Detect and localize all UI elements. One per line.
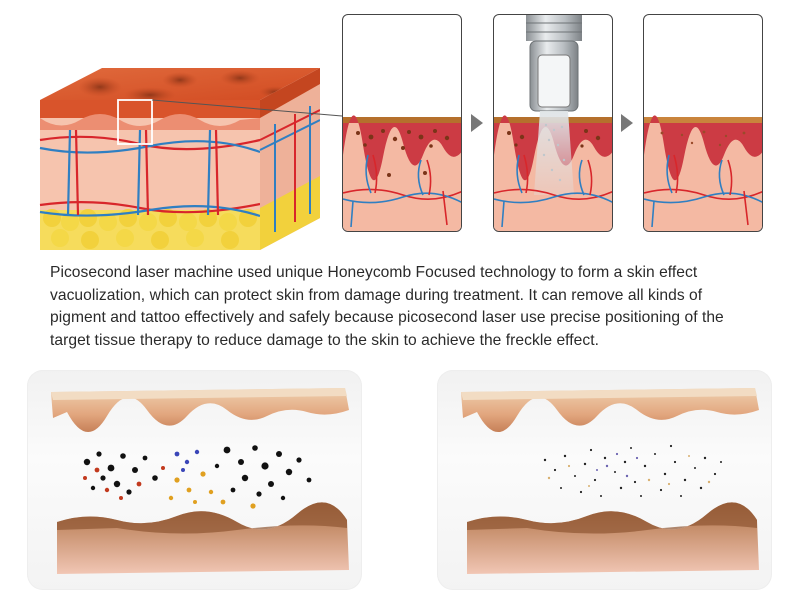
tissue-before-laser [27, 370, 362, 590]
process-arrow-icon [621, 114, 633, 132]
panel-after-treatment [643, 14, 763, 232]
skin-cube-illustration [39, 68, 320, 250]
panel-before-treatment [342, 14, 462, 232]
tissue-upper-layer [461, 388, 759, 433]
panel-during-treatment [493, 14, 613, 232]
tissue-lower-layer [467, 502, 759, 574]
zoom-region-marker [117, 99, 153, 145]
tissue-after-laser [437, 370, 772, 590]
laser-handpiece-icon [526, 15, 582, 112]
tissue-upper-layer [51, 388, 349, 433]
process-arrow-icon [471, 114, 483, 132]
pigment-particles [543, 444, 722, 497]
description-text: Picosecond laser machine used unique Hon… [50, 264, 724, 349]
fat-layer [40, 209, 260, 250]
pigment-particles [356, 129, 450, 177]
pigment-particles [83, 445, 312, 509]
laser-beam [534, 111, 574, 195]
tissue-lower-layer [57, 502, 349, 574]
